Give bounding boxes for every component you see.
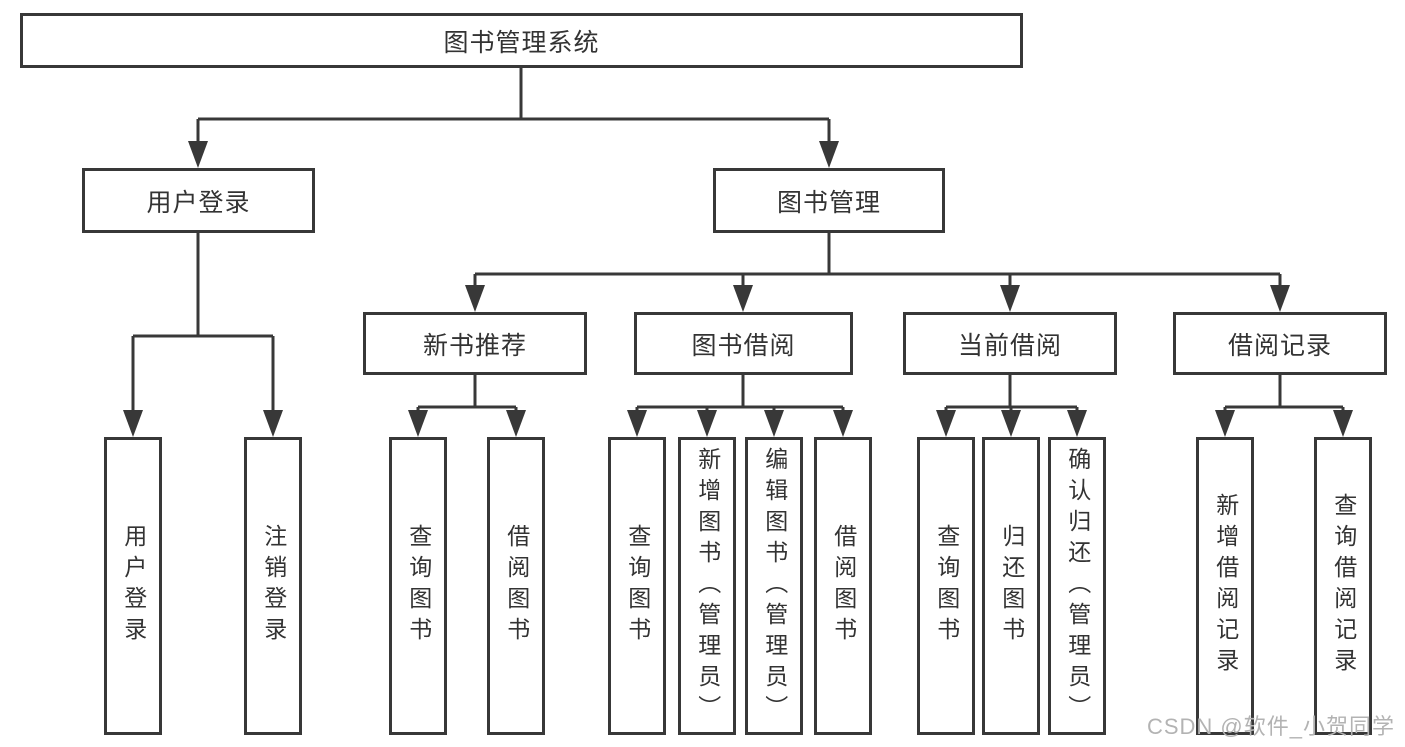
arrowhead bbox=[1270, 285, 1290, 312]
arrowhead bbox=[408, 410, 428, 437]
arrowhead bbox=[819, 141, 839, 168]
arrowhead bbox=[936, 410, 956, 437]
arrowhead bbox=[188, 141, 208, 168]
leaf-user-login: 用户登录 bbox=[104, 437, 162, 735]
node-user-login: 用户登录 bbox=[82, 168, 315, 233]
leaf-query-borrow-record: 查询借阅记录 bbox=[1314, 437, 1372, 735]
watermark: CSDN @软件_小贺同学 bbox=[1146, 714, 1395, 739]
arrowhead bbox=[764, 410, 784, 437]
node-borrow-records: 借阅记录 bbox=[1173, 312, 1387, 375]
connector-book-management-split bbox=[465, 233, 1290, 312]
leaf-logout: 注销登录 bbox=[244, 437, 302, 735]
arrowhead bbox=[506, 410, 526, 437]
leaf-query-books-recommend: 查询图书 bbox=[389, 437, 447, 735]
connector-current-borrow-split bbox=[936, 375, 1087, 437]
leaf-query-books-borrow: 查询图书 bbox=[608, 437, 666, 735]
connector-root-split bbox=[188, 68, 839, 168]
connector-book-borrow-split bbox=[627, 375, 853, 437]
node-current-borrow: 当前借阅 bbox=[903, 312, 1117, 375]
connector-borrow-records-split bbox=[1215, 375, 1353, 437]
arrowhead bbox=[697, 410, 717, 437]
arrowhead bbox=[1067, 410, 1087, 437]
leaf-return-books: 归还图书 bbox=[982, 437, 1040, 735]
arrowhead bbox=[733, 285, 753, 312]
node-new-book-recommend: 新书推荐 bbox=[363, 312, 587, 375]
leaf-borrow-books-recommend: 借阅图书 bbox=[487, 437, 545, 735]
leaf-edit-books-admin: 编辑图书（管理员） bbox=[745, 437, 803, 735]
leaf-add-borrow-record: 新增借阅记录 bbox=[1196, 437, 1254, 735]
leaf-add-books-admin: 新增图书（管理员） bbox=[678, 437, 736, 735]
node-book-borrow: 图书借阅 bbox=[634, 312, 853, 375]
node-book-management: 图书管理 bbox=[713, 168, 945, 233]
connector-new-book-split bbox=[408, 375, 526, 437]
arrowhead bbox=[1000, 285, 1020, 312]
leaf-confirm-return-admin: 确认归还（管理员） bbox=[1048, 437, 1106, 735]
arrowhead bbox=[123, 410, 143, 437]
leaf-borrow-books: 借阅图书 bbox=[814, 437, 872, 735]
arrowhead bbox=[263, 410, 283, 437]
arrowhead bbox=[465, 285, 485, 312]
arrowhead bbox=[833, 410, 853, 437]
arrowhead bbox=[1333, 410, 1353, 437]
node-root-library-system: 图书管理系统 bbox=[20, 13, 1023, 68]
leaf-query-books-current: 查询图书 bbox=[917, 437, 975, 735]
connector-user-login-split bbox=[123, 233, 283, 437]
arrowhead bbox=[1001, 410, 1021, 437]
arrowhead bbox=[627, 410, 647, 437]
arrowhead bbox=[1215, 410, 1235, 437]
